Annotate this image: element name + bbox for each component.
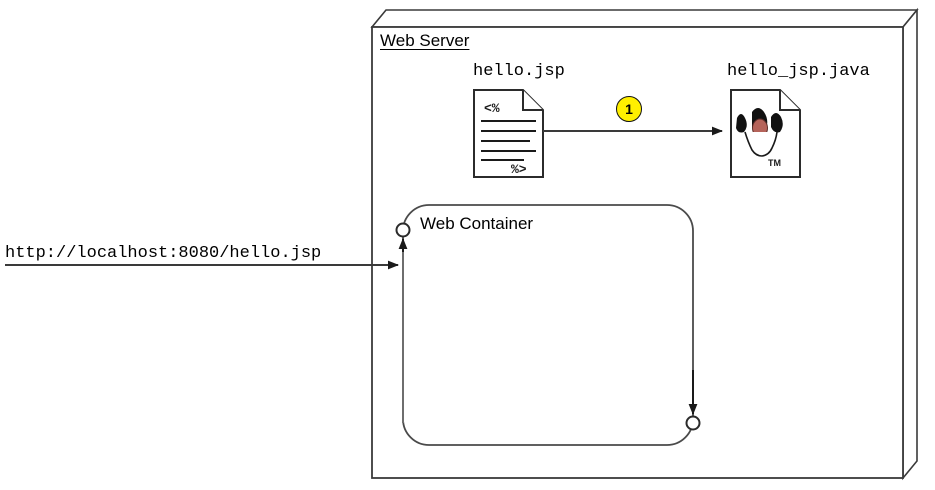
jsp-icon-text-lines [481,120,536,161]
jsp-document-icon: <% %> [473,89,544,178]
step-badge-1: 1 [616,96,642,122]
web-server-top-face [370,9,919,28]
java-logo-tm-mark: TM [768,158,781,168]
web-container-box [402,204,694,446]
java-logo-cup-base [744,131,778,157]
jsp-icon-close-tag: %> [511,162,527,177]
java-file-label: hello_jsp.java [727,62,870,81]
jsp-icon-open-tag: <% [484,101,500,116]
java-logo-steam-right [771,113,783,133]
web-server-side-face [902,7,918,481]
java-logo-steam-left [736,114,747,133]
jsp-icon-folded-corner [522,90,543,111]
request-url-label: http://localhost:8080/hello.jsp [5,244,322,263]
web-server-title: Web Server [380,31,470,50]
web-container-title: Web Container [420,214,534,233]
java-document-icon: TM [730,89,801,178]
web-container-outbound-port-icon [685,415,701,431]
jsp-file-label: hello.jsp [473,62,565,81]
java-icon-folded-corner [779,90,800,111]
web-container-inbound-port-icon [395,222,411,238]
java-logo-icon: TM [736,108,783,168]
jsp-icon-page [473,89,544,178]
